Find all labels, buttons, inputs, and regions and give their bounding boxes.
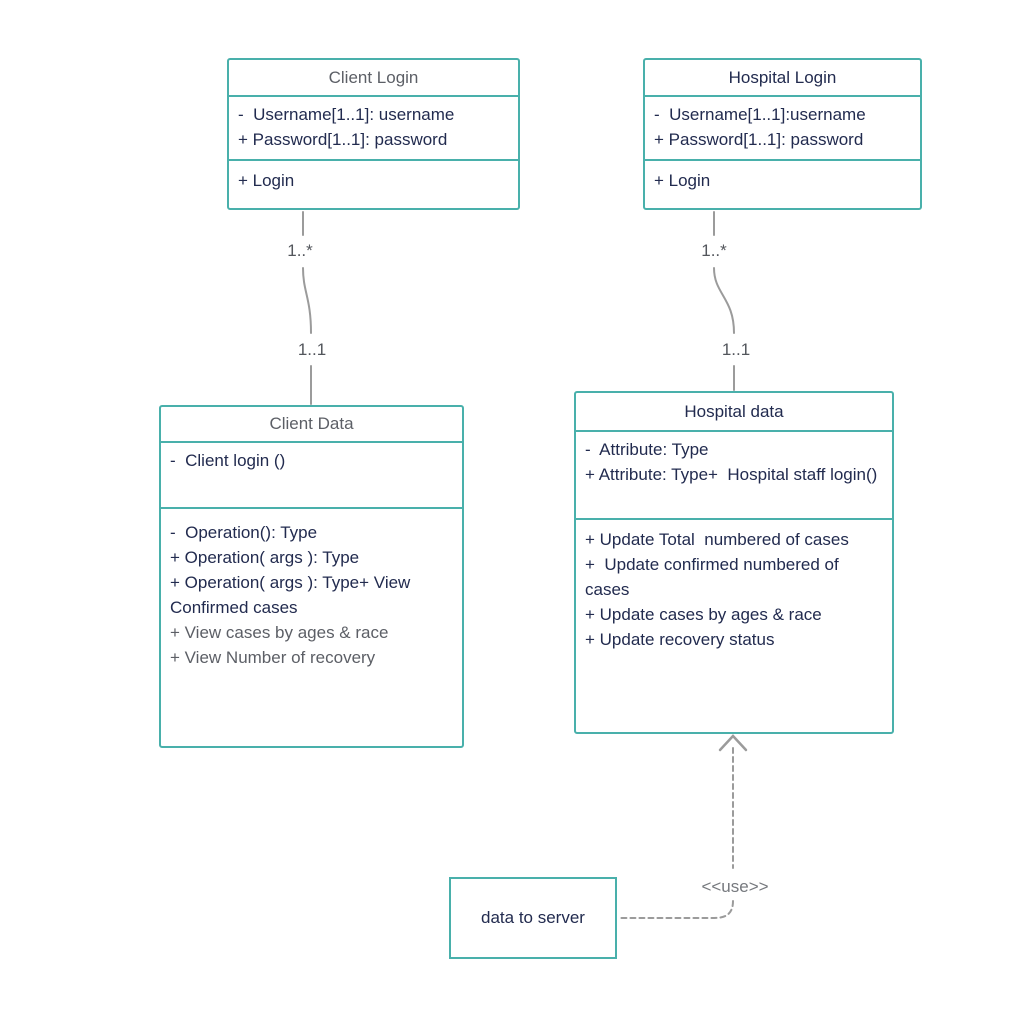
- open-arrowhead-icon: [718, 734, 748, 752]
- attribute-line: - Attribute: Type: [585, 440, 709, 459]
- attribute-line: + Attribute: Type+ Hospital staff login(…: [585, 465, 878, 484]
- operation-line: + Operation( args ): Type+ View Confirme…: [170, 573, 416, 617]
- multiplicity-label-hospital-target: 1..1: [716, 340, 756, 360]
- multiplicity-label-client-source: 1..*: [280, 241, 320, 261]
- attribute-line: - Username[1..1]: username: [238, 105, 455, 124]
- uml-class-client-data[interactable]: Client Data - Client login () - Operatio…: [159, 405, 464, 748]
- attributes-section: - Username[1..1]: username + Password[1.…: [229, 97, 518, 161]
- attribute-line: + Password[1..1]: password: [654, 130, 864, 149]
- operation-line: + Login: [238, 171, 295, 190]
- operation-line: + View cases by ages & race: [170, 623, 389, 642]
- class-title-client-login: Client Login: [229, 60, 518, 97]
- operations-section: + Login: [229, 161, 518, 208]
- operations-section: + Update Total numbered of cases + Updat…: [576, 520, 892, 732]
- attribute-line: + Password[1..1]: password: [238, 130, 448, 149]
- attributes-section: - Attribute: Type + Attribute: Type+ Hos…: [576, 432, 892, 520]
- operations-section: + Login: [645, 161, 920, 208]
- operation-line: + View Number of recovery: [170, 648, 376, 667]
- client-association-segment-middle: [302, 267, 312, 334]
- data-to-server-label: data to server: [481, 908, 585, 927]
- uml-class-hospital-login[interactable]: Hospital Login - Username[1..1]:username…: [643, 58, 922, 210]
- operation-line: + Update Total numbered of cases: [585, 530, 849, 549]
- operation-line: - Operation(): Type: [170, 523, 318, 542]
- class-title-client-data: Client Data: [161, 407, 462, 443]
- operation-line: + Login: [654, 171, 711, 190]
- multiplicity-label-hospital-source: 1..*: [694, 241, 734, 261]
- operation-line: + Update cases by ages & race: [585, 605, 822, 624]
- operation-line: + Update confirmed numbered of cases: [585, 555, 844, 599]
- attribute-line: - Client login (): [170, 451, 286, 470]
- multiplicity-label-client-target: 1..1: [292, 340, 332, 360]
- operations-section: - Operation(): Type + Operation( args ):…: [161, 509, 462, 746]
- class-title-hospital-login: Hospital Login: [645, 60, 920, 97]
- uml-class-client-login[interactable]: Client Login - Username[1..1]: username …: [227, 58, 520, 210]
- operation-line: + Operation( args ): Type: [170, 548, 360, 567]
- data-to-server-box[interactable]: data to server: [449, 877, 617, 959]
- hospital-association-segment-middle: [713, 267, 735, 334]
- use-stereotype-label: <<use>>: [695, 877, 775, 897]
- uml-class-hospital-data[interactable]: Hospital data - Attribute: Type + Attrib…: [574, 391, 894, 734]
- attributes-section: - Username[1..1]:username + Password[1..…: [645, 97, 920, 161]
- attribute-line: - Username[1..1]:username: [654, 105, 866, 124]
- attributes-section: - Client login (): [161, 443, 462, 509]
- class-title-hospital-data: Hospital data: [576, 393, 892, 432]
- use-dependency-horizontal-dashed-line: [618, 900, 734, 919]
- operation-line: + Update recovery status: [585, 630, 775, 649]
